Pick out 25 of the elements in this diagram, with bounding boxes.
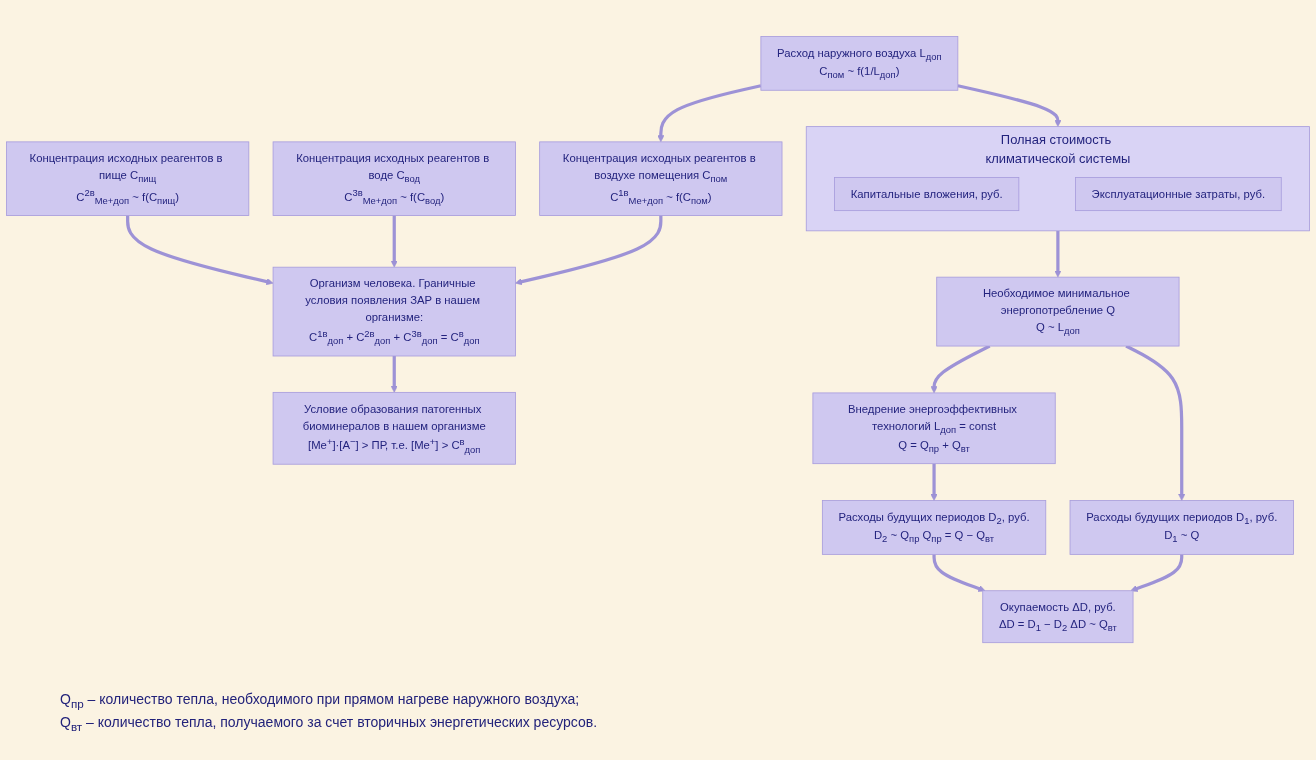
arrow <box>515 216 663 286</box>
arrow <box>957 84 1062 128</box>
arrow <box>1130 554 1184 593</box>
node-box: Внедрение энергоэффективных технологий L$_{доп}$ = const Q = Q$_{пр}$ + Q$_{вт}$ <box>812 392 1056 465</box>
node-box: Окупаемость ΔD, руб. ΔD = D$_{1}$ − D$_{2}$ ΔD ~ Q$_{вт}$ <box>982 590 1134 644</box>
arrow <box>390 216 398 268</box>
arrow <box>390 356 398 394</box>
node-box: Расходы будущих периодов D$_{2}$, руб. D$_{2}$ ~ Q$_{пр}$ Q$_{пр}$ = Q − Q$_{вт}$ <box>821 500 1047 556</box>
node-box: Капитальные вложения, руб. <box>834 177 1020 212</box>
footnote: Q$_{пр}$ – количество тепла, необходимого при прямом нагреве наружного воздуха; <box>60 690 580 712</box>
node-box: Расход наружного воздуха L$_{доп}$ C$_{пом}$ ~ f(1/L$_{доп}$) <box>760 36 959 92</box>
arrow <box>930 464 938 502</box>
arrow <box>1054 231 1062 278</box>
arrow <box>1125 345 1186 502</box>
arrow <box>126 216 274 286</box>
footnote: Q$_{вт}$ – количество тепла, получаемого за счет вторичных энергетических ресурсов. <box>60 712 598 735</box>
arrow <box>657 84 762 143</box>
node-box: Эксплуатационные затраты, руб. <box>1075 177 1282 212</box>
node-box: Расходы будущих периодов D$_{1}$, руб. D$_{1}$ ~ Q <box>1069 500 1294 556</box>
node-box: Концентрация исходных реагентов в воде C$_{вод}$ C$^{3в}$$_{Me+доп}$ ~ f(C$_{вод}$) <box>272 141 516 217</box>
node-box: Концентрация исходных реагентов в пище C$_{пищ}$ C$^{2в}$$_{Me+доп}$ ~ f(C$_{пищ}$) <box>6 141 250 217</box>
node-box: Необходимое минимальное энергопотребление Q Q ~ L$_{доп}$ <box>936 277 1180 347</box>
arrow <box>930 345 991 394</box>
arrow <box>932 554 986 593</box>
node-box: Концентрация исходных реагентов в воздухе помещения C$_{пом}$ C$^{1в}$$_{Me+доп}$ ~ f(C$_{пом}$) <box>539 141 783 217</box>
